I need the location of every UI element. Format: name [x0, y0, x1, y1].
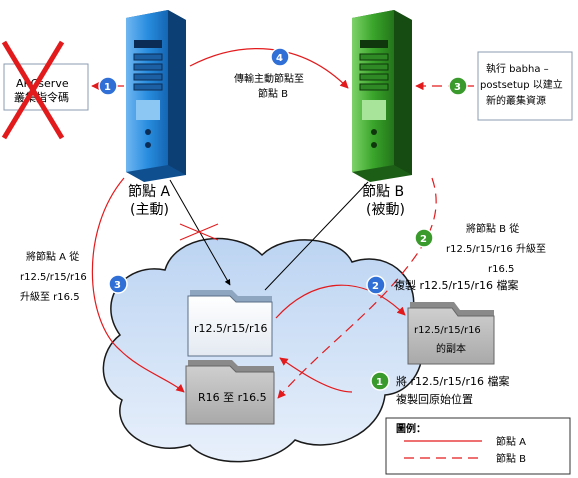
arrow-copy-files: [275, 284, 406, 319]
arrow-upgrade-b-dashed: [277, 177, 437, 399]
arrow-restore-files: [279, 357, 353, 393]
step-4-label-1: 傳輸主動節點至: [234, 72, 304, 85]
server-node-b-icon: [352, 10, 412, 182]
postsetup-note-box: 執行 babha – postsetup 以建立 新的叢集資源: [477, 51, 573, 121]
step-3-a-label-1: 將節點 A 從: [26, 250, 79, 263]
step-3-a-label-2: r12.5/r15/r16: [20, 272, 87, 283]
step-3-a-label-3: 升級至 r16.5: [20, 290, 80, 303]
link-b-to-source: [264, 181, 369, 291]
step-2-b-label-1: 將節點 B 從: [466, 222, 519, 235]
copy-folder-label-1: r12.5/r15/r16: [414, 325, 481, 336]
legend-dashed-label: 節點 B: [496, 452, 526, 465]
node-b-role: (被動): [366, 202, 405, 218]
step-1-restore-label-1: 將 r12.5/r15/r16 檔案: [396, 374, 509, 388]
note-line-3: 新的叢集資源: [486, 94, 546, 107]
node-b-name: 節點 B: [362, 183, 404, 200]
svg-text:3: 3: [114, 280, 121, 291]
source-folder-label: r12.5/r15/r16: [194, 322, 267, 335]
legend-solid-label: 節點 A: [496, 435, 526, 448]
arrow-transfer-to-b: [189, 48, 349, 89]
step-2-b-label-3: r16.5: [488, 264, 514, 275]
cross-mark-line-2: [1, 40, 65, 140]
source-folder-icon: r12.5/r15/r16: [187, 290, 273, 357]
step-badge-2-upgrade-b: 2: [414, 228, 434, 248]
svg-text:4: 4: [276, 53, 283, 64]
svg-text:2: 2: [372, 281, 379, 292]
arcserve-script-box: ARCserve 叢集指令碼: [1, 40, 89, 140]
step-2-copy-label: 複製 r12.5/r15/r16 檔案: [394, 278, 518, 292]
svg-text:1: 1: [104, 82, 111, 93]
legend-box: 圖例： 節點 A 節點 B: [385, 417, 571, 475]
arrow-upgrade-a: [91, 177, 185, 393]
target-folder-label: R16 至 r16.5: [198, 391, 267, 404]
step-2-b-label-2: r12.5/r15/r16 升級至: [446, 242, 546, 255]
copy-folder-label-2: 的副本: [436, 342, 466, 355]
step-badge-1-restore: 1: [370, 371, 390, 391]
note-line-2: postsetup 以建立: [480, 78, 563, 91]
note-line-1: 執行 babha –: [486, 62, 549, 75]
svg-text:3: 3: [454, 82, 461, 93]
node-a-name: 節點 A: [128, 183, 170, 200]
svg-text:2: 2: [420, 234, 427, 245]
broken-link-x-2: [179, 223, 219, 241]
server-node-a-icon: [126, 10, 186, 182]
step-1-restore-label-2: 複製回原始位置: [396, 392, 473, 406]
step-badge-3-babha: 3: [448, 76, 468, 96]
copy-folder-icon: r12.5/r15/r16 的副本: [407, 302, 495, 365]
svg-text:1: 1: [376, 377, 383, 388]
legend-title: 圖例：: [396, 422, 426, 435]
step-4-label-2: 節點 B: [258, 87, 288, 100]
step-badge-4-transfer: 4: [270, 47, 290, 67]
target-folder-icon: R16 至 r16.5: [185, 360, 275, 425]
step-badge-1-arcserve: 1: [98, 76, 118, 96]
node-a-role: (主動): [130, 202, 169, 218]
step-badge-3-upgrade-a: 3: [108, 274, 128, 294]
step-badge-2-copy: 2: [366, 275, 386, 295]
